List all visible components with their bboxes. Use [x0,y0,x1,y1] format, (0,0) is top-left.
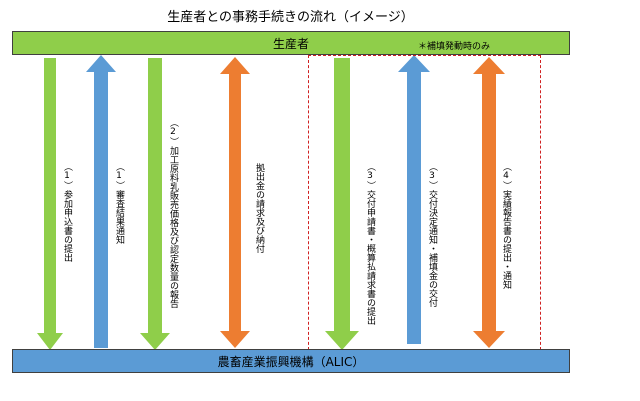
alic-bar: 農畜産業振興機構（ALIC） [12,349,570,373]
arrow-4-shape [220,57,250,348]
arrow-6-shape [398,55,430,344]
arrow-7-label: （4）実績報告書の提出・通知 [501,162,511,289]
arrow-1-shape [37,58,63,350]
arrow-6-label: （3）交付決定通知・補填金の交付 [427,162,437,307]
arrow-2-label: （1）審査結果通知 [114,162,124,244]
arrow-7-shape [473,57,505,348]
producer-bar: 生産者 [12,31,570,55]
arrow-1-label: （1）参加申込書の提出 [62,162,72,262]
arrow-5-label: （3）交付申請書・概算払請求書の提出 [365,162,375,325]
arrow-4-label: 拠出金の請求及び納付 [254,163,264,253]
arrow-2-shape [86,55,116,348]
page-title: 生産者との事務手続きの流れ（イメージ） [167,10,414,25]
arrow-3-label: （2）加工原料乳販売価格及び認定数量の報告 [168,118,178,308]
subsidy-only-note: ＊補填発動時のみ [418,42,491,52]
arrow-3-shape [140,58,170,350]
arrow-5-shape [325,58,359,350]
